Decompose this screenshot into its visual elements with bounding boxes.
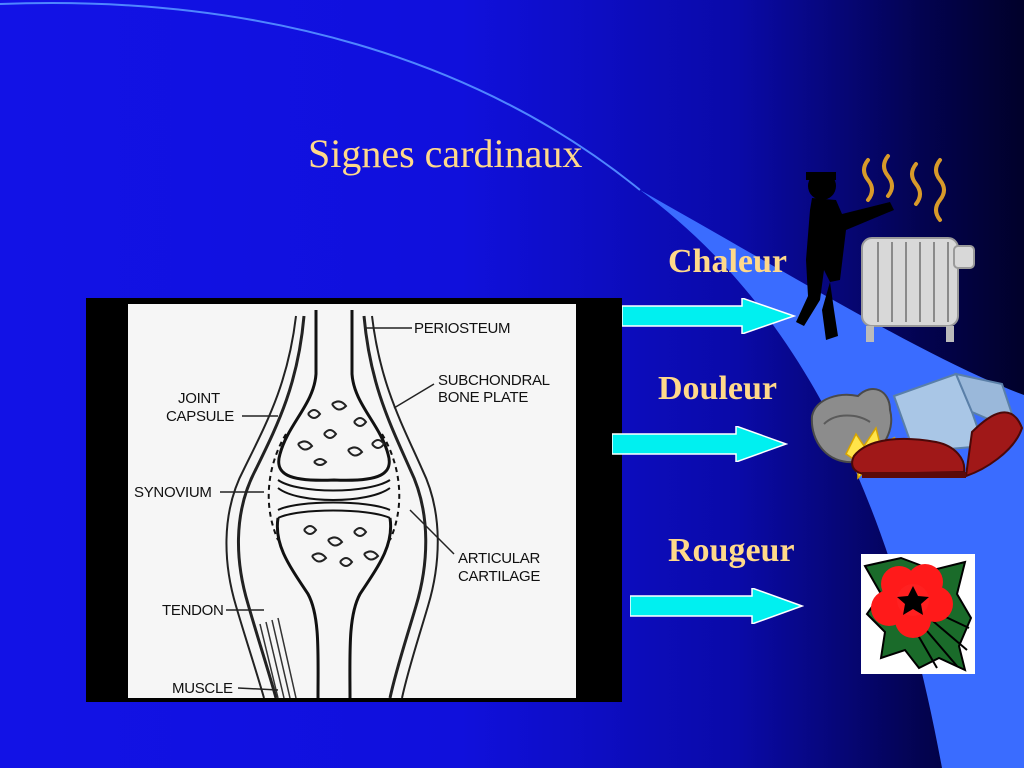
label-tendon: TENDON <box>162 602 224 619</box>
sign-label-rougeur: Rougeur <box>668 532 795 569</box>
label-synovium: SYNOVIUM <box>134 484 212 501</box>
arrow-right-icon <box>622 298 796 334</box>
label-muscle: MUSCLE <box>172 680 233 697</box>
arrow-right-icon <box>630 588 804 624</box>
red-flower-drawing <box>863 556 973 672</box>
stubbed-toe-pain-icon <box>810 372 1024 480</box>
radiator-heat-icon <box>796 154 975 342</box>
sign-label-chaleur: Chaleur <box>668 243 787 280</box>
red-flower-icon <box>861 554 975 674</box>
label-articular-line2: CARTILAGE <box>458 568 541 585</box>
label-joint-capsule-line2: CAPSULE <box>166 408 234 425</box>
slide-title: Signes cardinaux <box>308 131 583 176</box>
joint-diagram-image: PERIOSTEUM SUBCHONDRAL BONE PLATE JOINT … <box>128 304 576 698</box>
arrow-right-icon <box>612 426 788 462</box>
label-subchondral-line1: SUBCHONDRAL <box>438 372 550 389</box>
label-articular-line1: ARTICULAR <box>458 550 541 567</box>
label-subchondral-line2: BONE PLATE <box>438 389 529 406</box>
label-joint-capsule-line1: JOINT <box>178 390 220 407</box>
joint-anatomy-drawing <box>220 310 455 698</box>
label-periosteum: PERIOSTEUM <box>414 320 511 337</box>
sign-label-douleur: Douleur <box>658 370 777 407</box>
joint-diagram: PERIOSTEUM SUBCHONDRAL BONE PLATE JOINT … <box>86 298 622 702</box>
